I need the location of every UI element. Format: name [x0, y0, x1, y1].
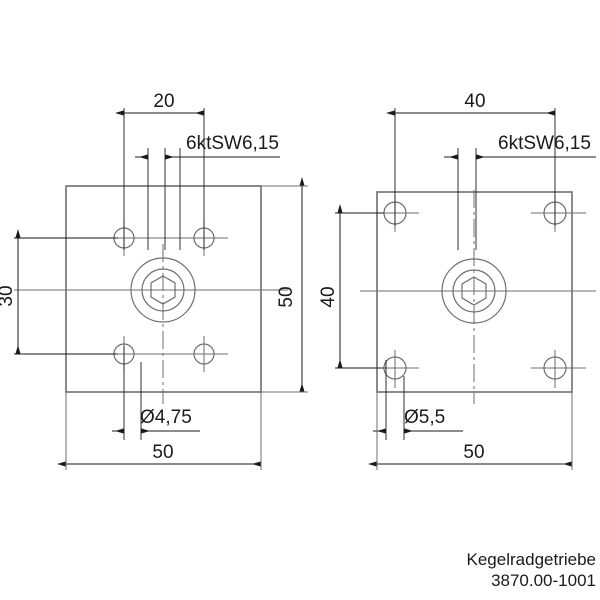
- dimension-label-hole-diameter-right: Ø5,5: [404, 407, 445, 428]
- dimension-label-bottom-width-right: 50: [463, 442, 484, 463]
- bolt-hole: [543, 356, 567, 380]
- boss-outer-circle-left: [130, 257, 196, 323]
- dimension-label-left-height-right: 40: [318, 286, 339, 307]
- flange-plate-view-left: 20 6ktSW6,15 30 50 Ø4,75 50: [0, 91, 308, 470]
- dimension-label-left-height-left: 30: [0, 285, 17, 306]
- boss-outer-circle-right: [441, 258, 507, 324]
- dimension-label-hole-diameter-left: Ø4,75: [140, 407, 192, 428]
- dimension-label-top-width-left: 20: [153, 91, 174, 112]
- boss-inner-circle-right: [452, 269, 496, 313]
- title-block-drawing-number: 3870.00-1001: [491, 571, 596, 590]
- dimension-label-hex-note-left: 6ktSW6,15: [186, 133, 279, 154]
- dimension-label-bottom-width-left: 50: [152, 442, 173, 463]
- flange-plate-view-right: 40 6ktSW6,15 40 Ø5,5 50: [318, 91, 596, 470]
- dimension-label-right-height-left: 50: [276, 286, 297, 307]
- hex-socket-left: [150, 275, 176, 305]
- title-block-part-name: Kegelradgetriebe: [467, 550, 596, 569]
- hex-socket-right: [461, 276, 487, 306]
- dimension-label-top-width-right: 40: [464, 91, 485, 112]
- bolt-hole: [193, 343, 215, 365]
- dimension-label-hex-note-right: 6ktSW6,15: [498, 133, 591, 154]
- boss-inner-circle-left: [141, 268, 185, 312]
